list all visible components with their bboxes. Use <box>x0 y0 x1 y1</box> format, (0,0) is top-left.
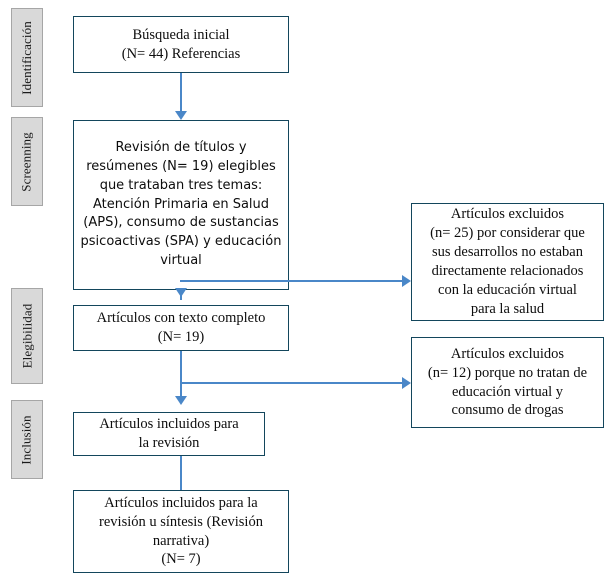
box-busqueda-inicial: Búsqueda inicial (N= 44) Referencias <box>73 16 289 73</box>
box-incluidos-sintesis-text: Artículos incluidos para la revisión u s… <box>99 494 263 568</box>
arrowhead-texto-to-incluidos <box>175 396 187 405</box>
connector-texto-to-excluidos12-horizontal <box>180 382 403 384</box>
connector-revision-to-excluidos25-horizontal <box>180 280 403 282</box>
connector-texto-to-incluidos <box>180 351 182 399</box>
box-texto-completo-text: Artículos con texto completo (N= 19) <box>96 310 266 345</box>
stage-label-identificacion-text: Identificación <box>19 20 34 95</box>
box-incluidos-revision: Artículos incluidos para la revisión <box>73 412 265 456</box>
box-excluidos-12-text: Artículos excluidos (n= 12) porque no tr… <box>427 345 588 419</box>
arrowhead-busqueda-to-revision <box>175 111 187 120</box>
stage-label-inclusion-text: Inclusión <box>19 414 35 465</box>
stage-label-screenning: Screenning <box>11 117 43 206</box>
box-incluidos-sintesis: Artículos incluidos para la revisión u s… <box>73 490 289 573</box>
connector-incluidos-to-sintesis <box>180 456 182 490</box>
arrowhead-texto-to-excluidos12 <box>402 377 411 389</box>
arrowhead-revision-to-texto <box>175 288 187 297</box>
box-excluidos-25-text: Artículos excluidos (n= 25) por consider… <box>430 206 585 317</box>
stage-label-elegibilidad: Elegibilidad <box>11 288 43 384</box>
stage-label-screenning-text: Screenning <box>19 131 35 192</box>
box-excluidos-12: Artículos excluidos (n= 12) porque no tr… <box>411 337 604 428</box>
box-busqueda-inicial-text: Búsqueda inicial (N= 44) Referencias <box>121 26 241 62</box>
box-revision-titulos-text: Revisión de títulos y resúmenes (N= 19) … <box>80 140 282 268</box>
box-incluidos-revision-text: Artículos incluidos para la revisión <box>99 416 239 451</box>
stage-label-inclusion: Inclusión <box>11 400 43 479</box>
connector-busqueda-to-revision <box>180 73 182 112</box>
stage-label-identificacion: Identificación <box>11 8 43 107</box>
box-excluidos-25: Artículos excluidos (n= 25) por consider… <box>411 203 604 321</box>
box-revision-titulos: Revisión de títulos y resúmenes (N= 19) … <box>73 120 289 290</box>
arrowhead-revision-to-excluidos25 <box>402 275 411 287</box>
stage-label-elegibilidad-text: Elegibilidad <box>19 303 34 369</box>
box-texto-completo: Artículos con texto completo (N= 19) <box>73 305 289 351</box>
